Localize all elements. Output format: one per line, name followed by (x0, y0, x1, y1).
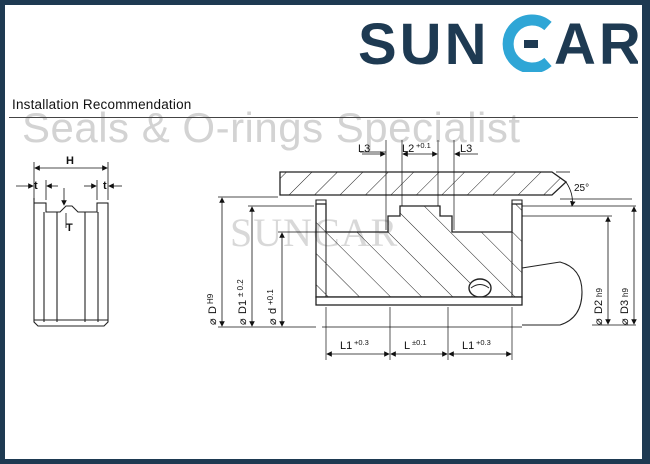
reference-lines (218, 140, 636, 360)
dim-T-label: T (66, 222, 73, 234)
dim-D1-tolerance: ± 0.2 (236, 279, 245, 297)
dim-D-symbol: ⌀ (207, 318, 219, 325)
dim-H-label: H (66, 155, 74, 167)
watermark-text: Seals & O-rings Specialist (22, 104, 521, 151)
seal-body (315, 199, 523, 298)
section-title: Installation Recommendation (12, 97, 192, 112)
dim-angle-label: 25° (574, 183, 589, 194)
rod-extension (521, 261, 583, 326)
dim-D3-symbol: ⌀ (619, 318, 631, 325)
logo-text-right: AR (554, 12, 638, 72)
dim-D3-label: D3 (619, 300, 631, 314)
dim-L2-tolerance: +0.1 (416, 141, 431, 150)
dim-D1-symbol: ⌀ (237, 318, 249, 325)
seal-profile (33, 198, 109, 327)
dim-D3-tolerance: h9 (621, 288, 630, 297)
dim-D2-label: D2 (593, 300, 605, 314)
dim-L-mid-label: L (404, 340, 410, 352)
profile-dimensions (16, 162, 122, 228)
dim-L3-right-label: L3 (460, 143, 472, 155)
dim-t-left-label: t (34, 180, 38, 192)
logo-c-icon (502, 14, 552, 72)
dim-L3-left-label: L3 (358, 143, 370, 155)
dim-t-right-label: t (103, 180, 107, 192)
dim-D-tolerance: H9 (206, 293, 215, 304)
dim-L1-right-tolerance: +0.3 (476, 338, 491, 347)
dim-d-tolerance: +0.1 (266, 289, 275, 305)
dim-D2-tolerance: h9 (595, 288, 604, 297)
title-divider (9, 117, 638, 118)
dim-L1-right-label: L1 (462, 340, 474, 352)
suncar-logo: SUN AR (358, 12, 638, 72)
o-ring (468, 278, 492, 298)
dim-L1-left-tolerance: +0.3 (354, 338, 369, 347)
vertical-dimension-arrows (219, 197, 637, 327)
dim-D-label: D (207, 306, 219, 314)
dim-L2-label: L2 (402, 143, 414, 155)
dim-L1-left-label: L1 (340, 340, 352, 352)
dim-D1-label: D1 (237, 300, 249, 314)
angle-indicator (556, 171, 576, 207)
housing-plate (279, 171, 568, 196)
dim-d-symbol: ⌀ (267, 318, 279, 325)
dim-d-label: d (267, 308, 279, 314)
dim-L-mid-tolerance: ±0.1 (412, 338, 427, 347)
logo-text-left: SUN (358, 12, 489, 72)
dim-D2-symbol: ⌀ (593, 318, 605, 325)
shaft-bar (315, 296, 523, 306)
